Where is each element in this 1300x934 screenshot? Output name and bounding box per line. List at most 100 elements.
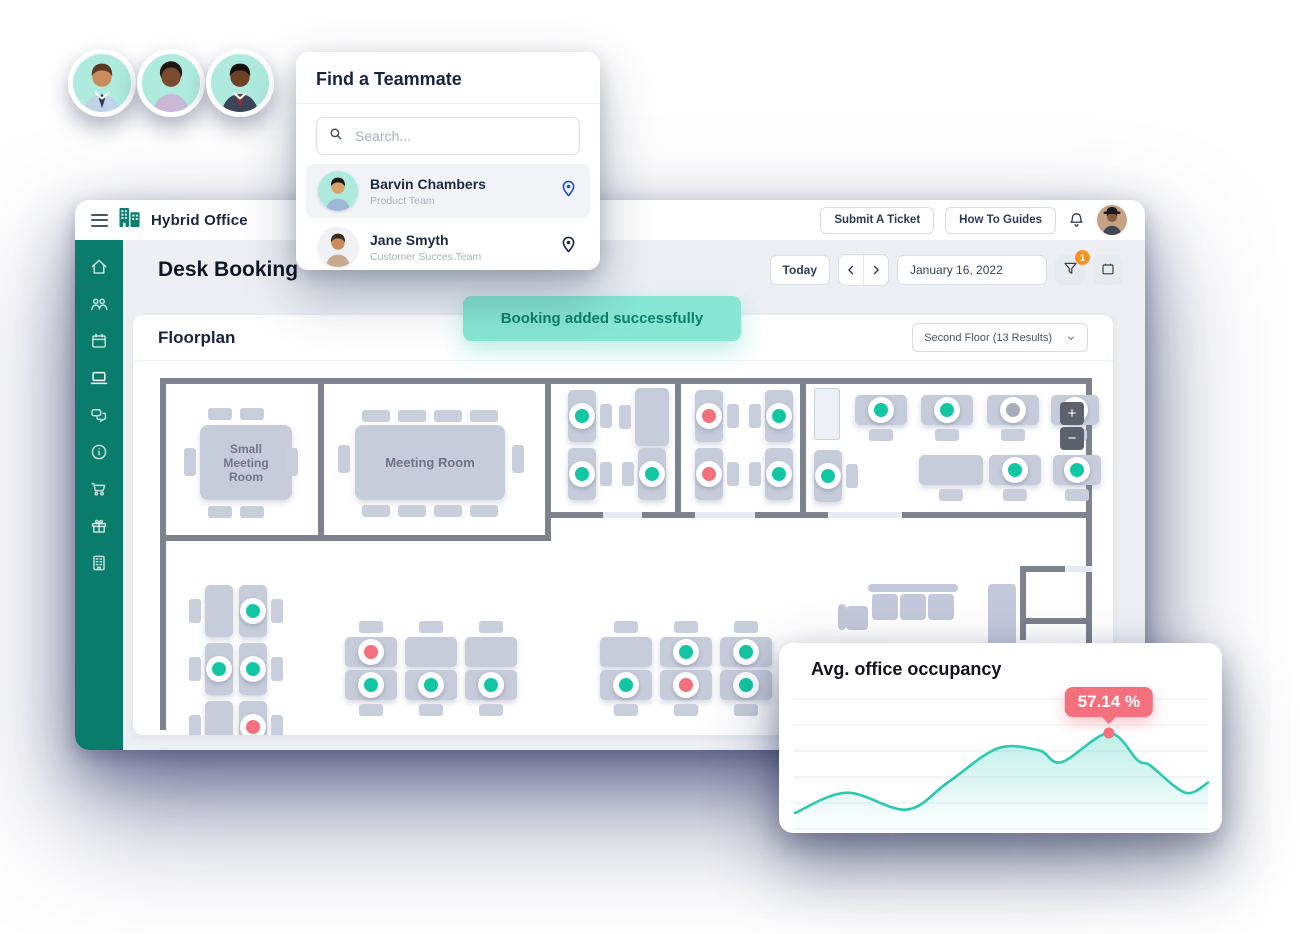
floorplan-title: Floorplan: [158, 327, 236, 347]
teammate-avatar: [318, 227, 358, 267]
app-window: Hybrid Office Submit A Ticket How To Gui…: [75, 200, 1145, 750]
chair: [434, 410, 462, 422]
wall: [755, 512, 828, 518]
filter-count-badge: 1: [1075, 250, 1090, 265]
teammate-name: Barvin Chambers: [370, 175, 486, 192]
sofa-cushion: [900, 594, 926, 620]
prev-day-button[interactable]: [839, 255, 864, 285]
teammate-search[interactable]: [316, 117, 580, 155]
desk-status-dot-teal: [766, 461, 792, 487]
filter-button[interactable]: 1: [1055, 250, 1090, 285]
hamburger-menu-icon[interactable]: [91, 213, 108, 227]
wall: [545, 378, 551, 541]
app-name: Hybrid Office: [151, 211, 248, 229]
chair: [470, 505, 498, 517]
desk-status-dot-teal: [673, 639, 699, 665]
peak-value-badge: 57.14 %: [1064, 687, 1154, 718]
wall: [545, 512, 603, 518]
desk[interactable]: [635, 388, 669, 446]
divider: [296, 103, 600, 104]
chair: [208, 506, 232, 518]
chair: [419, 621, 443, 633]
chair: [419, 704, 443, 716]
teammate-team: Customer Succes Team: [370, 250, 482, 263]
meeting-room[interactable]: Meeting Room: [355, 425, 505, 500]
calendar-button[interactable]: [1093, 255, 1123, 285]
sidebar-item-users[interactable]: [89, 294, 109, 314]
sofa-cushion: [928, 594, 954, 620]
desk[interactable]: [405, 637, 457, 667]
small-meeting-room[interactable]: Small Meeting Room: [200, 425, 292, 500]
chair: [1065, 489, 1089, 501]
search-icon: [328, 126, 344, 147]
wall: [160, 378, 1092, 384]
desk-status-dot-teal: [815, 463, 841, 489]
next-day-button[interactable]: [864, 255, 888, 285]
chair: [479, 621, 503, 633]
toast-booking-success: Booking added successfully: [463, 296, 741, 341]
desk-status-dot-teal: [358, 672, 384, 698]
chair: [674, 704, 698, 716]
desk-status-dot-teal: [240, 656, 266, 682]
chair: [189, 599, 201, 623]
sidebar-item-laptop[interactable]: [89, 368, 109, 388]
wall: [1020, 618, 1092, 624]
chair: [362, 410, 390, 422]
desk-status-dot-red: [240, 714, 266, 735]
sidebar-item-cart[interactable]: [89, 479, 109, 499]
locate-pin-icon[interactable]: [559, 235, 578, 259]
chair: [398, 505, 426, 517]
desk[interactable]: [205, 701, 233, 735]
user-avatar[interactable]: [1097, 205, 1127, 235]
sidebar-item-gift[interactable]: [89, 516, 109, 536]
sidebar-item-building[interactable]: [89, 553, 109, 573]
submit-ticket-button[interactable]: Submit A Ticket: [820, 206, 935, 234]
chair: [271, 715, 283, 735]
today-button[interactable]: Today: [769, 255, 830, 285]
wall: [800, 378, 806, 518]
chair: [939, 489, 963, 501]
door: [814, 388, 840, 440]
sidebar-item-info[interactable]: [89, 442, 109, 462]
desk-status-dot-gray: [1000, 397, 1026, 423]
locate-pin-icon[interactable]: [559, 179, 578, 203]
desk[interactable]: [465, 637, 517, 667]
floorplan-canvas: Small Meeting Room Meeting Room +: [133, 370, 1113, 735]
divider: [133, 360, 1113, 361]
desk-status-dot-teal: [418, 672, 444, 698]
desk[interactable]: [205, 585, 233, 637]
date-field[interactable]: January 16, 2022: [897, 255, 1047, 285]
wall: [1020, 566, 1065, 572]
date-nav: [838, 254, 889, 286]
armchair-seat: [846, 606, 868, 630]
floorplan-card: Floorplan Second Floor (13 Results) Smal…: [133, 315, 1113, 735]
floor-selector[interactable]: Second Floor (13 Results): [912, 323, 1088, 352]
desk-status-dot-teal: [639, 461, 665, 487]
notifications-bell-icon[interactable]: [1067, 211, 1086, 230]
desk[interactable]: [600, 637, 652, 667]
zoom-in-button[interactable]: +: [1060, 402, 1084, 425]
chair: [470, 410, 498, 422]
wall: [902, 512, 1092, 518]
sidebar-item-chat[interactable]: [89, 405, 109, 425]
sidebar-item-calendar[interactable]: [89, 331, 109, 351]
wall: [1086, 378, 1092, 735]
desk-status-dot-teal: [1064, 457, 1090, 483]
zoom-out-button[interactable]: −: [1060, 427, 1084, 450]
search-input[interactable]: [353, 127, 568, 145]
wall: [160, 535, 551, 541]
chair: [727, 462, 739, 486]
chair: [359, 621, 383, 633]
desk[interactable]: [919, 455, 983, 485]
sidebar-item-home[interactable]: [89, 257, 109, 277]
wall: [318, 378, 324, 541]
chair: [749, 404, 761, 428]
how-to-guides-button[interactable]: How To Guides: [945, 206, 1056, 234]
occupancy-chart: [793, 698, 1210, 833]
chair: [189, 657, 201, 681]
desk-status-dot-teal: [569, 461, 595, 487]
desk-status-dot-teal: [206, 656, 232, 682]
